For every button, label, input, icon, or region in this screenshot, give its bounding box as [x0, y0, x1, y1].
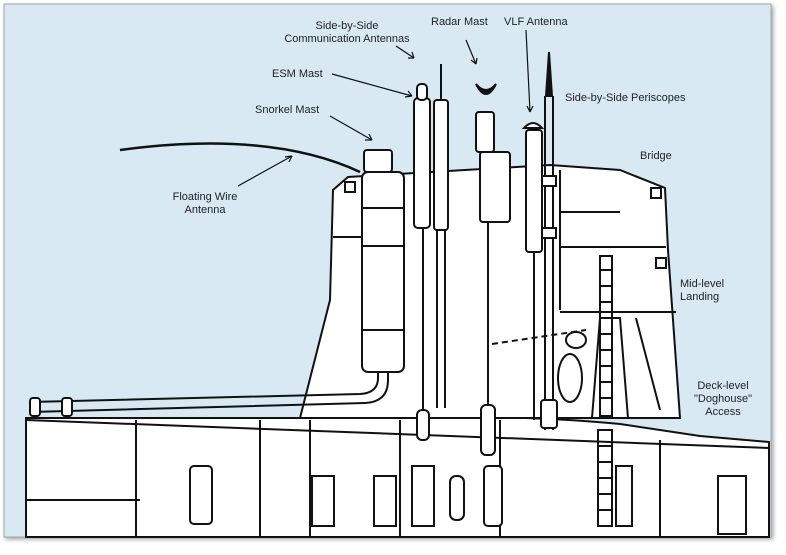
arrow-vlf [525, 29, 534, 113]
arrow-esm [331, 73, 413, 98]
radar-mast-body [475, 111, 495, 153]
esm-mast-base [416, 409, 430, 441]
arrow-snorkel [329, 115, 373, 141]
floating-wire-antenna [119, 142, 361, 174]
window-right [650, 187, 662, 199]
window-mid [655, 257, 667, 269]
label-periscopes: Side-by-Side Periscopes [565, 92, 686, 104]
crew-figure-head [565, 331, 587, 349]
label-comm-antennas: Side-by-Side Communication Antennas [282, 20, 412, 46]
label-floating-wire-line2: Antenna [184, 204, 226, 216]
label-deck-level-line3: Access [705, 406, 741, 418]
arrow-comm-antennas [395, 45, 415, 59]
esm-mast-top [416, 83, 428, 101]
hatch-4 [411, 465, 435, 527]
ladder-upper [599, 255, 613, 417]
vlf-antenna-body [525, 129, 543, 253]
radar-mast-base [480, 404, 496, 456]
label-comm-antennas-line1: Side-by-Side [315, 20, 379, 32]
esm-mast-body [413, 97, 431, 229]
hatch-8 [717, 475, 747, 535]
label-deck-level-line2: "Doghouse" [694, 393, 752, 405]
label-floating-wire-line1: Floating Wire [172, 191, 238, 203]
label-floating-wire: Floating Wire Antenna [160, 191, 250, 217]
window-left [344, 181, 356, 193]
hatch-1 [189, 465, 213, 525]
label-esm-mast: ESM Mast [272, 68, 323, 80]
label-snorkel-mast: Snorkel Mast [255, 104, 320, 116]
sight-line [491, 329, 587, 345]
snorkel-mast-head [363, 149, 393, 173]
access-trunk [591, 317, 629, 419]
periscope-base [540, 399, 558, 429]
label-deck-level: Deck-level "Doghouse" Access [688, 380, 758, 419]
comm-antenna-body [433, 99, 449, 231]
pipe-coupling-right [61, 397, 73, 417]
label-mid-level-line2: Landing [680, 291, 720, 303]
snorkel-pipe-inner [29, 370, 389, 413]
label-mid-level-line1: Mid-level [680, 278, 725, 290]
label-mid-level: Mid-level Landing [680, 278, 724, 304]
periscope-collar-1 [541, 175, 557, 187]
crew-figure-body [557, 353, 583, 403]
pipe-coupling-left [29, 397, 41, 417]
hatch-7 [615, 465, 633, 527]
label-comm-antennas-line2: Communication Antennas [284, 33, 410, 45]
arrow-floating-wire [237, 155, 293, 187]
label-bridge: Bridge [640, 150, 672, 162]
ladder-rungs-lower [598, 445, 612, 511]
deck-line [25, 419, 770, 449]
periscope-collar-2 [541, 227, 557, 239]
hatch-5 [449, 475, 465, 521]
hatch-3 [373, 475, 397, 527]
snorkel-mast-body [361, 171, 405, 373]
label-vlf-antenna: VLF Antenna [504, 16, 568, 28]
periscope-tip [544, 51, 554, 97]
label-radar-mast: Radar Mast [431, 16, 488, 28]
hatch-2 [311, 475, 335, 527]
arrow-radar [465, 39, 478, 65]
vlf-antenna-top [521, 122, 545, 129]
label-deck-level-line1: Deck-level [697, 380, 749, 392]
ladder-diagonal [635, 317, 661, 411]
radar-mast-housing [479, 151, 511, 223]
radar-crescent [475, 83, 497, 95]
snorkel-pipe [29, 370, 379, 403]
hatch-6 [483, 465, 503, 527]
